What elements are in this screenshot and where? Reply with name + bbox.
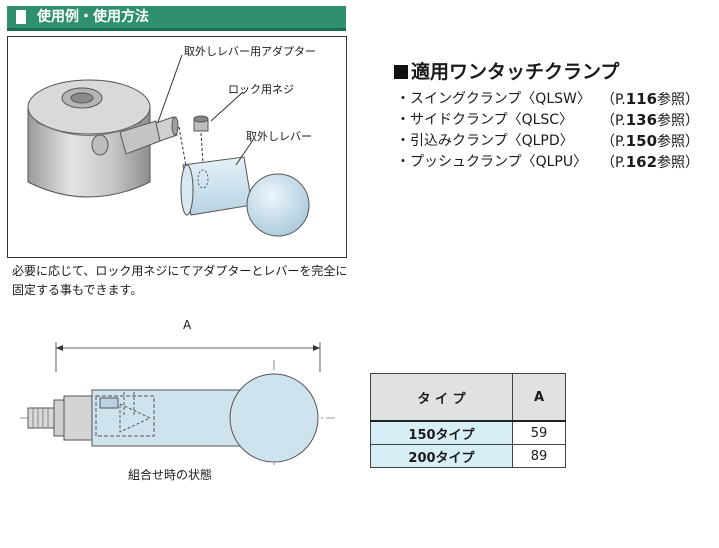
list-item: ・サイドクランプ〈QLSC〉 （P.136参照） [396, 111, 700, 129]
lever-body [91, 373, 319, 463]
row-a-value: 59 [512, 420, 566, 445]
page-number: 150 [625, 132, 658, 150]
applicable-clamps-list: ・スイングクランプ〈QLSW〉 （P.116参照） ・サイドクランプ〈QLSC〉… [396, 89, 716, 173]
section-title: 使用例・使用方法 [37, 9, 149, 25]
page-number: 136 [625, 111, 658, 129]
callout-lever: 取外しレバー [246, 130, 312, 143]
table-header-row: タ イ プ A [370, 373, 566, 422]
page-number: 162 [625, 153, 658, 171]
column-header-type: タ イ プ [370, 373, 513, 422]
lock-screw [193, 115, 209, 132]
row-type: 200タイプ [370, 444, 513, 468]
dimension-label-a: A [183, 318, 192, 332]
callout-adapter: 取外しレバー用アダプター [184, 45, 316, 58]
header-marker [16, 10, 26, 24]
row-type: 150タイプ [370, 420, 513, 445]
assembly-drawing [20, 342, 335, 465]
list-item: ・プッシュクランプ〈QLPU〉 （P.162参照） [396, 153, 700, 171]
exploded-view-drawing [27, 54, 310, 237]
spec-table: タ イ プ A 150タイプ 59 200タイプ 89 [370, 373, 566, 468]
heading-square-icon [394, 65, 408, 79]
usage-illustration: 取外しレバー用アダプター ロック用ネジ 取外しレバー [7, 36, 347, 258]
page-number: 116 [625, 90, 658, 108]
clamp-body [27, 79, 151, 198]
row-a-value: 89 [512, 444, 566, 468]
section-header: 使用例・使用方法 [7, 6, 346, 31]
table-row: 200タイプ 89 [370, 444, 566, 468]
column-header-a: A [512, 373, 566, 422]
usage-note: 必要に応じて、ロック用ネジにてアダプターとレバーを完全に固定する事もできます。 [12, 264, 348, 297]
assembly-caption: 組合せ時の状態 [128, 468, 213, 482]
release-lever [180, 156, 310, 237]
list-item: ・引込みクランプ〈QLPD〉 （P.150参照） [396, 132, 700, 150]
applicable-clamps-heading: 適用ワンタッチクランプ [394, 60, 619, 84]
table-row: 150タイプ 59 [370, 420, 566, 445]
callout-lock-screw: ロック用ネジ [228, 83, 294, 96]
list-item: ・スイングクランプ〈QLSW〉 （P.116参照） [396, 90, 700, 108]
lever-adapter [119, 116, 179, 155]
adapter-stub [27, 395, 99, 441]
